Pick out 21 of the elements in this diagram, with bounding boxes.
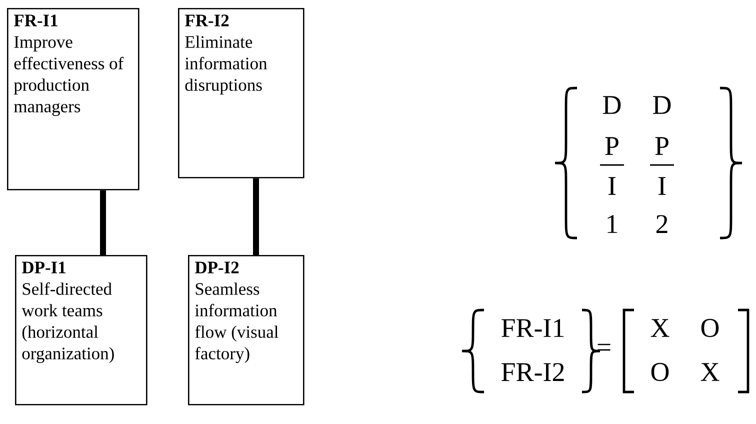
matrix-entry: O <box>651 362 669 382</box>
column-label: D <box>653 96 671 114</box>
text-box: FR-I2 Eliminate information disruptions <box>178 8 304 178</box>
column-label: P <box>605 137 618 155</box>
matrix-entry: O <box>701 318 719 338</box>
row-label: FR-I2 <box>502 363 564 381</box>
column-label: 1 <box>608 215 618 233</box>
column-label: D <box>603 96 621 114</box>
matrix-entry: X <box>650 319 670 337</box>
equals-sign: = <box>598 344 610 351</box>
connector-line <box>100 190 106 255</box>
column-label: 2 <box>656 215 668 233</box>
connector-line <box>253 178 259 255</box>
matrix-entry: X <box>700 363 720 381</box>
text-box: DP-I2 Seamless information flow (visual factory) <box>188 255 304 406</box>
text-box: DP-I1 Self-directed work teams (horizontal organization) <box>15 255 148 406</box>
column-label: I <box>608 177 616 195</box>
column-label: I <box>658 177 666 195</box>
column-label: P <box>655 137 668 155</box>
text-box: FR-I1 Improve effectiveness of production managers <box>7 8 140 190</box>
row-label: FR-I1 <box>502 319 564 337</box>
